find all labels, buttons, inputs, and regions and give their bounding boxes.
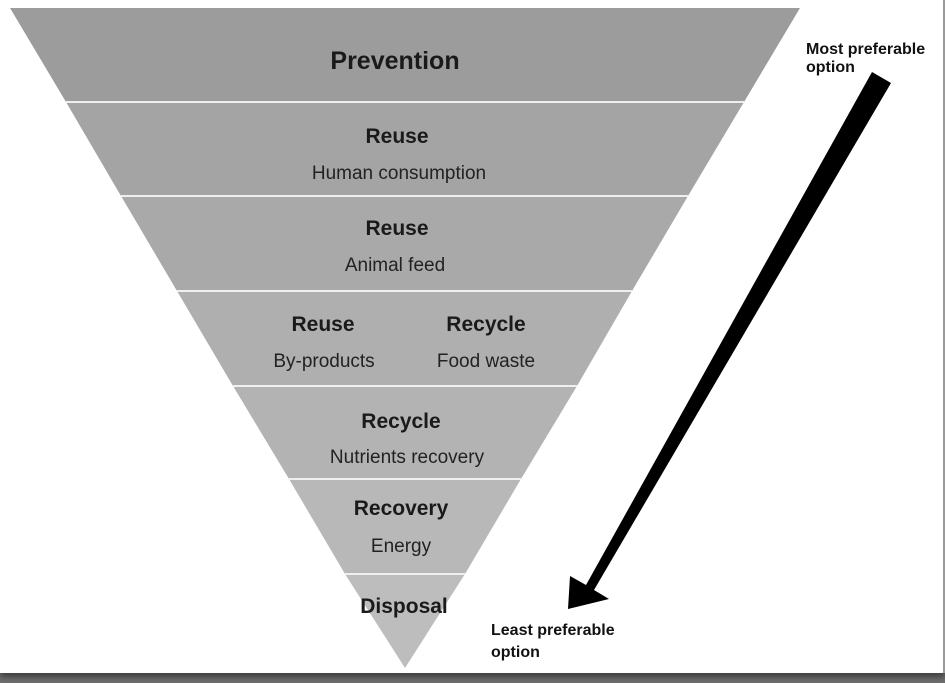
prevention-label: Prevention	[330, 47, 459, 75]
least-preferable-line-1: Least preferable	[491, 622, 615, 639]
band-reuse-recycle	[177, 291, 632, 386]
least-preferable-line-2: option	[491, 644, 540, 661]
reuse-animal-title: Reuse	[365, 217, 428, 240]
least-preferable-label: Least preferable option	[491, 622, 619, 661]
band-prevention	[10, 8, 800, 102]
recovery-energy-title: Recovery	[354, 497, 449, 520]
recycle-food-subtitle: Food waste	[437, 351, 535, 372]
most-preferable-label: Most preferable option	[806, 41, 930, 76]
most-preferable-line-2: option	[806, 59, 855, 76]
band-reuse-human	[66, 102, 744, 196]
band-disposal	[345, 574, 465, 668]
most-preferable-line-1: Most preferable	[806, 41, 925, 58]
reuse-human-subtitle: Human consumption	[312, 163, 486, 184]
recycle-nutrients-subtitle: Nutrients recovery	[330, 447, 485, 468]
reuse-animal-subtitle: Animal feed	[345, 255, 445, 276]
band-recycle-nutrients	[233, 386, 577, 479]
recycle-food-title: Recycle	[446, 313, 525, 336]
reuse-byproducts-title: Reuse	[291, 313, 354, 336]
reuse-human-title: Reuse	[365, 125, 428, 148]
recovery-energy-subtitle: Energy	[371, 536, 432, 557]
disposal-label: Disposal	[360, 595, 448, 618]
band-recovery	[289, 479, 521, 574]
band-reuse-animal	[121, 196, 688, 291]
reuse-byproducts-subtitle: By-products	[273, 351, 374, 372]
recycle-nutrients-title: Recycle	[361, 410, 440, 433]
band-dividers	[66, 101, 744, 575]
preference-arrow	[568, 72, 891, 609]
